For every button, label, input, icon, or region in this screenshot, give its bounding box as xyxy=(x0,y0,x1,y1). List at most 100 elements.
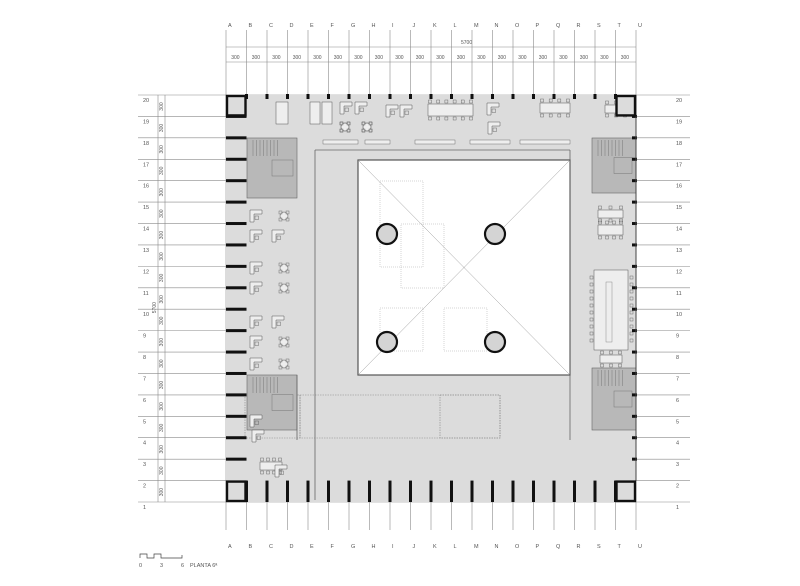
chair xyxy=(605,235,609,240)
chair xyxy=(452,116,457,121)
table-top xyxy=(539,102,571,114)
row-label-right-18: 18 xyxy=(676,141,682,147)
storage-cabinet xyxy=(469,139,511,145)
row-label-right-11: 11 xyxy=(676,291,682,297)
chair xyxy=(598,205,602,210)
desk xyxy=(249,357,263,371)
row-label-3: 3 xyxy=(143,462,146,468)
chair xyxy=(254,363,259,368)
chair xyxy=(276,321,281,326)
elevator xyxy=(613,157,633,174)
chair xyxy=(279,470,284,475)
chair xyxy=(557,113,562,118)
desk xyxy=(486,102,500,116)
perimeter-column xyxy=(286,480,289,502)
desk xyxy=(399,104,413,118)
perimeter-column xyxy=(573,480,576,502)
column-label-bottom-J: J xyxy=(413,544,416,550)
perimeter-fin xyxy=(226,157,247,161)
table-top xyxy=(279,337,289,347)
workstation xyxy=(271,229,285,243)
chair xyxy=(589,303,594,308)
row-label-11: 11 xyxy=(143,291,149,297)
chair xyxy=(600,350,604,355)
stair-core xyxy=(246,374,298,431)
skylight-panel xyxy=(379,307,424,352)
perimeter-fin xyxy=(226,179,247,183)
perimeter-fin xyxy=(226,243,247,247)
column-label-bottom-U: U xyxy=(638,544,642,550)
chair xyxy=(540,98,544,103)
column-label-C: C xyxy=(269,23,273,29)
column-label-bottom-N: N xyxy=(495,544,499,550)
column-label-bottom-Q: Q xyxy=(556,544,561,550)
column-dimension: 300 xyxy=(518,55,527,61)
chair xyxy=(589,310,594,315)
row-dimension: 300 xyxy=(159,423,165,432)
perimeter-fin xyxy=(632,243,637,247)
storage-cabinet xyxy=(364,139,391,145)
chair xyxy=(629,282,634,287)
perimeter-column xyxy=(368,480,371,502)
perimeter-fin xyxy=(226,200,247,204)
round-table xyxy=(278,358,290,370)
chair xyxy=(254,215,259,220)
chair xyxy=(589,289,594,294)
chair xyxy=(598,218,602,223)
total-height-dimension: 5700 xyxy=(152,302,158,313)
chair xyxy=(390,110,395,115)
workstation xyxy=(354,101,368,115)
table-top xyxy=(279,359,289,369)
chair xyxy=(444,99,449,104)
chair xyxy=(629,317,634,322)
meeting-table xyxy=(599,350,623,368)
chair xyxy=(629,331,634,336)
row-label-12: 12 xyxy=(143,269,149,275)
perimeter-column xyxy=(306,480,310,502)
desk xyxy=(249,209,263,223)
perimeter-column xyxy=(593,480,597,502)
desk xyxy=(354,101,368,115)
perimeter-column xyxy=(552,480,556,502)
perimeter-fin xyxy=(226,436,247,440)
perimeter-fin xyxy=(226,414,247,418)
desk xyxy=(385,104,399,118)
elevator xyxy=(271,159,294,177)
stair-core xyxy=(591,137,637,194)
row-label-8: 8 xyxy=(143,355,146,361)
workstation xyxy=(271,315,285,329)
storage-cabinet xyxy=(414,139,456,145)
row-label-right-17: 17 xyxy=(676,162,682,168)
row-dimension: 300 xyxy=(159,274,165,283)
perimeter-column xyxy=(532,94,535,99)
column-dimension: 300 xyxy=(272,55,281,61)
chair xyxy=(278,457,282,462)
total-width-dimension: 5700 xyxy=(461,40,472,46)
column-label-K: K xyxy=(433,23,437,29)
column-dimension: 300 xyxy=(252,55,261,61)
workstation xyxy=(251,429,265,443)
perimeter-fin xyxy=(632,350,637,354)
column-dimension: 300 xyxy=(354,55,363,61)
chair xyxy=(629,289,634,294)
perimeter-fin xyxy=(226,329,247,333)
chair xyxy=(256,435,261,440)
chair xyxy=(346,121,351,126)
chair xyxy=(285,217,290,222)
meeting-table xyxy=(539,98,571,118)
chair xyxy=(548,113,553,118)
chair xyxy=(605,220,609,225)
column-dimension: 300 xyxy=(293,55,302,61)
column-dimension: 300 xyxy=(621,55,630,61)
chair xyxy=(589,338,594,343)
row-label-right-19: 19 xyxy=(676,119,682,125)
chair xyxy=(285,282,290,287)
column-label-M: M xyxy=(474,23,479,29)
meeting-table xyxy=(275,101,289,125)
table-center xyxy=(605,281,613,343)
column-label-B: B xyxy=(249,23,253,29)
chair xyxy=(276,235,281,240)
perimeter-walls xyxy=(225,94,637,503)
row-dimension: 300 xyxy=(159,252,165,261)
perimeter-column xyxy=(265,94,269,99)
